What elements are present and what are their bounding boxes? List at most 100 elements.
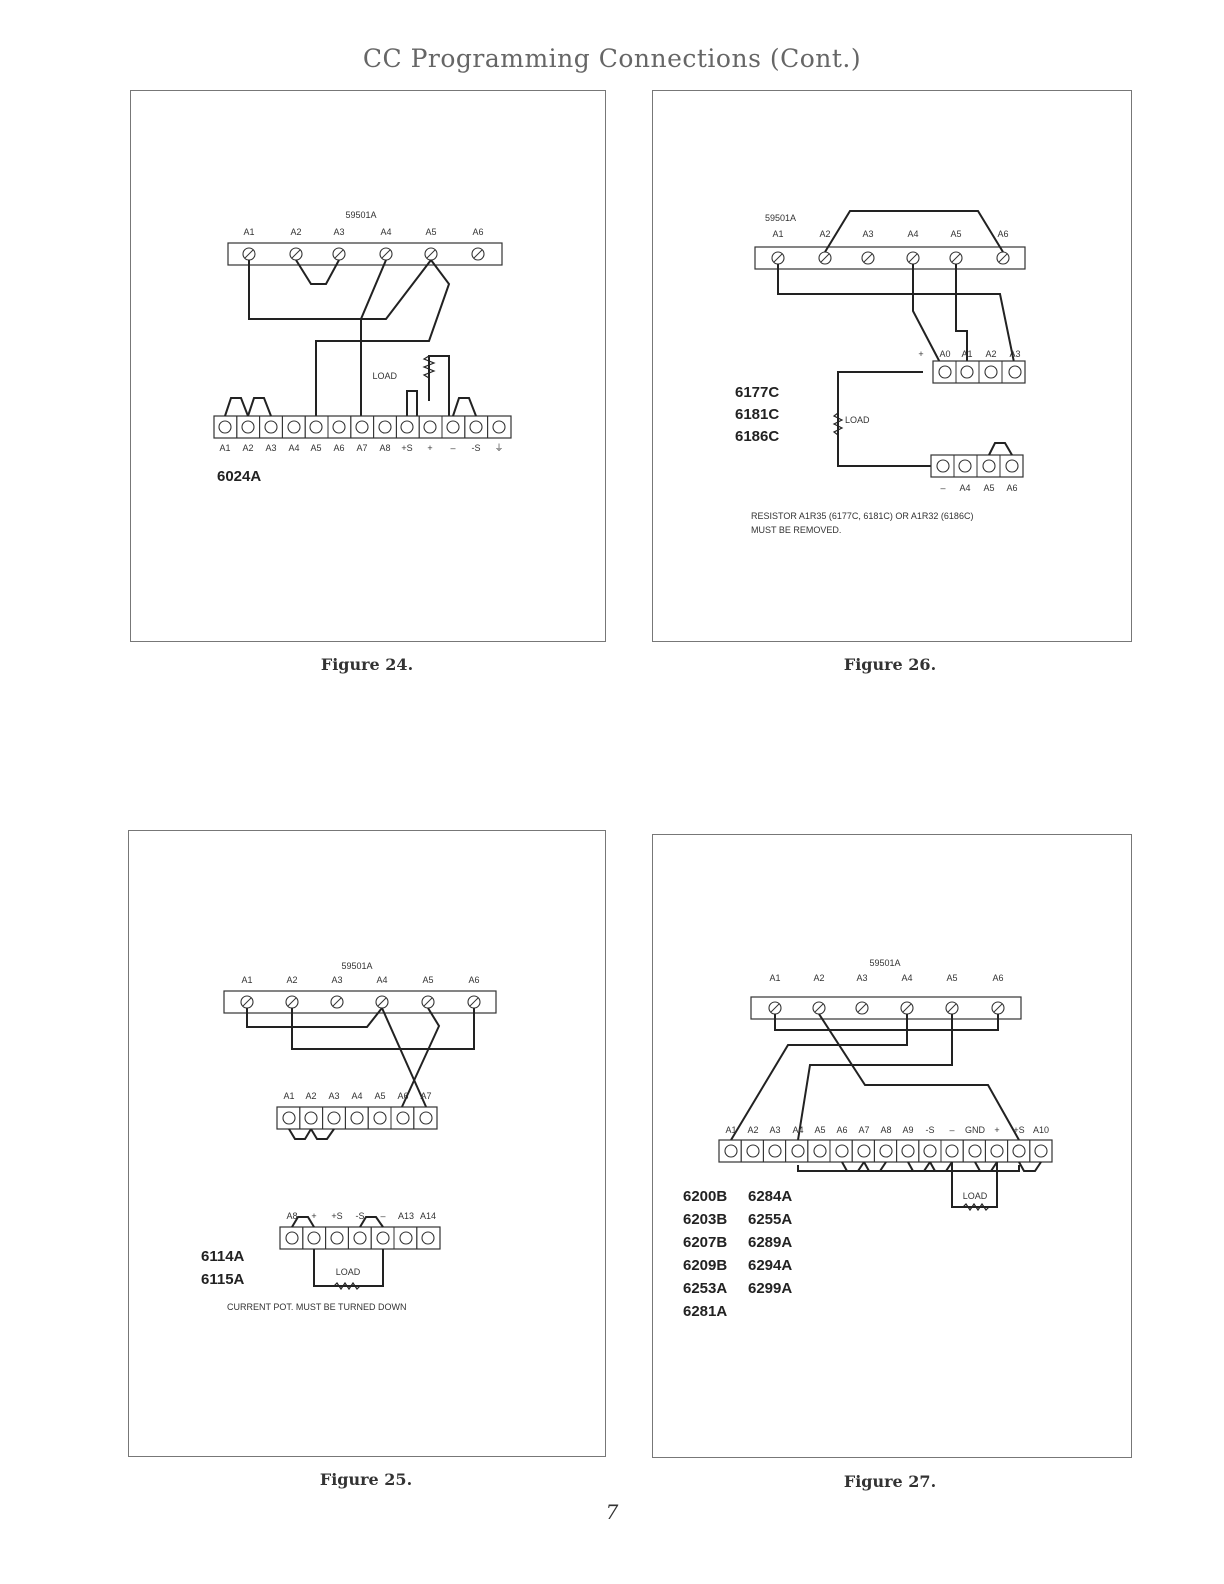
fig27-jumpers — [841, 1161, 1042, 1172]
fig27-bottom-label: GND — [965, 1125, 986, 1135]
fig24-bottom-label: A8 — [379, 443, 390, 453]
fig26-top-label: A6 — [997, 229, 1008, 239]
fig24-jumper — [224, 397, 249, 417]
fig26-mid-label: A2 — [985, 349, 996, 359]
fig26-top-label: A3 — [862, 229, 873, 239]
fig25-note: CURRENT POT. MUST BE TURNED DOWN — [227, 1302, 407, 1312]
fig25-jumper — [310, 1128, 335, 1140]
fig27-wiring — [730, 1013, 1020, 1172]
fig27-model: 6209B — [683, 1257, 727, 1274]
fig26-top-terminal-strip — [754, 246, 1026, 270]
fig24-bottom-label: A6 — [333, 443, 344, 453]
fig27-bottom-label: -S — [926, 1125, 935, 1135]
fig24-ground-symbol: ⏚ — [494, 443, 503, 453]
fig25-load-wire — [313, 1249, 384, 1287]
fig26-wiring — [777, 210, 1017, 467]
fig25-top-strip-model: 59501A — [341, 961, 372, 971]
fig27-bottom-screws — [718, 1139, 1053, 1163]
fig25-top-label: A1 — [241, 975, 252, 985]
fig26-bottom-screws — [930, 454, 1024, 478]
fig24-load-label: LOAD — [372, 371, 397, 381]
fig27-bottom-label: A2 — [747, 1125, 758, 1135]
fig24-bottom-label: -S — [472, 443, 481, 453]
fig25-bottom-screws — [279, 1226, 441, 1250]
fig25-top-label: A5 — [422, 975, 433, 985]
fig26-load-label: LOAD — [845, 415, 870, 425]
fig27-model: 6284A — [748, 1188, 792, 1205]
fig25-bottom-label: – — [380, 1211, 385, 1221]
fig25-mid-label: A3 — [328, 1091, 339, 1101]
figure-27-caption: Figure 27. — [843, 1472, 937, 1491]
fig26-mid-label: A3 — [1009, 349, 1020, 359]
fig25-mid-label: A7 — [420, 1091, 431, 1101]
fig27-model: 6200B — [683, 1188, 727, 1205]
fig24-bottom-label: A3 — [265, 443, 276, 453]
fig24-top-terminal-strip — [227, 242, 503, 266]
fig25-mid-label: A5 — [374, 1091, 385, 1101]
fig27-bottom-label: – — [949, 1125, 954, 1135]
fig24-top-label: A3 — [333, 227, 344, 237]
figure-27-panel: 59501A A1 A2 A3 A4 A5 A6 A1 A2 A3 A4 A5 … — [652, 834, 1132, 1458]
fig27-top-label: A1 — [769, 973, 780, 983]
fig24-bottom-label: +S — [401, 443, 412, 453]
fig26-top-label: A4 — [907, 229, 918, 239]
fig27-bottom-label: A3 — [769, 1125, 780, 1135]
fig24-top-label: A5 — [425, 227, 436, 237]
fig24-jumper — [247, 397, 272, 417]
fig26-top-label: A2 — [819, 229, 830, 239]
fig26-top-label: A5 — [950, 229, 961, 239]
figure-24-diagram: 59501A A1 A2 A3 A4 A5 A6 LOAD — [213, 210, 512, 485]
fig26-model: 6181C — [735, 406, 779, 423]
fig25-mid-label: A2 — [305, 1091, 316, 1101]
fig25-bottom-label: +S — [331, 1211, 342, 1221]
fig25-bottom-label: A8 — [286, 1211, 297, 1221]
fig27-top-label: A4 — [901, 973, 912, 983]
figure-25-diagram: 59501A A1 A2 A3 A4 A5 A6 A1 A2 A3 A4 A5 … — [201, 961, 497, 1312]
fig24-model: 6024A — [217, 468, 261, 485]
fig24-bottom-label: A5 — [310, 443, 321, 453]
fig27-model: 6207B — [683, 1234, 727, 1251]
fig27-load-label: LOAD — [963, 1191, 988, 1201]
fig24-top-strip-model: 59501A — [345, 210, 376, 220]
fig24-bottom-label: A2 — [242, 443, 253, 453]
fig25-load-label: LOAD — [336, 1267, 361, 1277]
fig27-model: 6289A — [748, 1234, 792, 1251]
fig25-top-label: A3 — [331, 975, 342, 985]
fig25-bottom-label: + — [311, 1211, 316, 1221]
fig24-top-label: A6 — [472, 227, 483, 237]
fig24-load-resistor — [422, 355, 436, 379]
fig24-top-screws — [242, 247, 485, 261]
fig24-jumper — [452, 397, 477, 417]
fig27-model: 6294A — [748, 1257, 792, 1274]
fig26-top-strip-model: 59501A — [765, 213, 796, 223]
fig26-bottom-label: – — [940, 483, 945, 493]
fig25-jumper — [288, 1128, 312, 1140]
fig27-load-wire — [951, 1162, 998, 1208]
fig25-model: 6115A — [201, 1271, 245, 1288]
fig26-jumper — [988, 442, 1013, 456]
fig24-bottom-label: A7 — [356, 443, 367, 453]
fig26-bottom-label: A4 — [959, 483, 970, 493]
fig27-bottom-label: A7 — [858, 1125, 869, 1135]
fig25-load-resistor — [333, 1281, 361, 1291]
fig25-top-label: A4 — [376, 975, 387, 985]
fig27-bottom-label: A4 — [792, 1125, 803, 1135]
fig25-mid-label: A4 — [351, 1091, 362, 1101]
fig25-top-label: A6 — [468, 975, 479, 985]
figure-25-caption: Figure 25. — [319, 1470, 413, 1489]
fig27-model: 6203B — [683, 1211, 727, 1228]
fig25-top-label: A2 — [286, 975, 297, 985]
fig27-model: 6253A — [683, 1280, 727, 1297]
fig27-top-label: A2 — [813, 973, 824, 983]
fig24-bottom-label: A1 — [219, 443, 230, 453]
fig26-mid-screws — [932, 360, 1026, 384]
fig27-bottom-label: A8 — [880, 1125, 891, 1135]
fig27-bottom-label: +S — [1013, 1125, 1024, 1135]
fig26-note-line2: MUST BE REMOVED. — [751, 525, 841, 535]
fig24-top-label: A2 — [290, 227, 301, 237]
fig27-model: 6281A — [683, 1303, 727, 1320]
fig26-bottom-label: A6 — [1006, 483, 1017, 493]
fig26-mid-label: + — [918, 349, 923, 359]
fig27-bottom-label: A1 — [725, 1125, 736, 1135]
fig26-model: 6186C — [735, 428, 779, 445]
